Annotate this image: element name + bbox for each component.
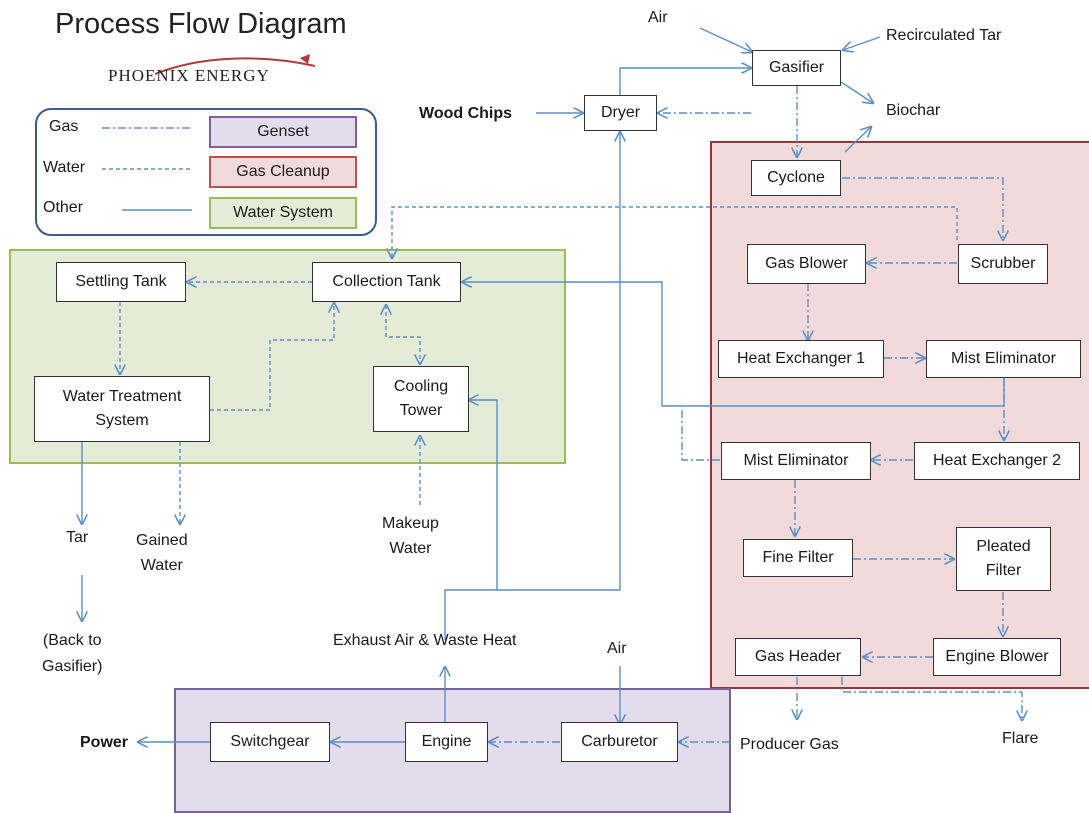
fine-filter-node: Fine Filter — [743, 539, 853, 577]
tar-label: Tar — [66, 529, 89, 546]
biochar-label: Biochar — [886, 102, 941, 119]
gas-header-node: Gas Header — [735, 638, 861, 676]
scrubber-node: Scrubber — [958, 244, 1048, 284]
back-to-gasifier-line1: (Back to — [42, 632, 102, 649]
back-to-gasifier-label: (Back to Gasifier) — [42, 628, 102, 680]
cooling-tower-node: Cooling Tower — [373, 366, 469, 432]
gained-water-label: Gained Water — [136, 528, 188, 578]
air-input-label: Air — [648, 9, 668, 26]
flare-label: Flare — [1002, 730, 1039, 747]
collection-tank-node: Collection Tank — [312, 262, 461, 302]
legend-other-label: Other — [43, 199, 84, 216]
makeup-water-line1: Makeup — [382, 515, 439, 532]
cooling-tower-line1: Cooling — [393, 378, 449, 395]
heat-exchanger-1-node: Heat Exchanger 1 — [718, 340, 884, 378]
recirculated-tar-label: Recirculated Tar — [886, 27, 1002, 44]
makeup-water-line2: Water — [389, 540, 432, 557]
dryer-node: Dryer — [584, 95, 657, 131]
engine-node: Engine — [405, 722, 488, 762]
gained-water-line2: Water — [140, 557, 183, 574]
company-logo-text: PHOENIX ENERGY — [108, 66, 270, 85]
phoenix-logo-swoosh — [154, 54, 316, 75]
legend-genset: Genset — [209, 116, 357, 148]
makeup-water-label: Makeup Water — [382, 511, 439, 561]
gas-blower-node: Gas Blower — [747, 244, 866, 284]
gained-water-line1: Gained — [136, 532, 188, 549]
wood-chips-label: Wood Chips — [419, 105, 513, 122]
switchgear-node: Switchgear — [210, 722, 330, 762]
diagram-title: Process Flow Diagram — [55, 8, 347, 40]
air-carburetor-label: Air — [607, 640, 627, 657]
carburetor-node: Carburetor — [561, 722, 678, 762]
legend-water-label: Water — [43, 159, 86, 176]
settling-tank-node: Settling Tank — [56, 262, 186, 302]
legend-gas-cleanup: Gas Cleanup — [209, 156, 357, 188]
gasifier-node: Gasifier — [752, 50, 841, 86]
mist-eliminator-2-node: Mist Eliminator — [721, 442, 871, 480]
exhaust-label: Exhaust Air & Waste Heat — [333, 632, 517, 649]
water-treatment-line1: Water Treatment — [62, 388, 182, 405]
engine-blower-node: Engine Blower — [933, 638, 1061, 676]
legend-water-system: Water System — [209, 197, 357, 229]
water-treatment-system-node: Water Treatment System — [34, 376, 210, 442]
legend-line-samples — [102, 127, 192, 211]
producer-gas-label: Producer Gas — [740, 736, 839, 753]
back-to-gasifier-line2: Gasifier) — [42, 658, 103, 675]
cooling-tower-line2: Tower — [399, 402, 443, 419]
pleated-filter-node: Pleated Filter — [956, 527, 1051, 591]
water-treatment-line2: System — [95, 412, 149, 429]
mist-eliminator-1-node: Mist Eliminator — [926, 340, 1081, 378]
heat-exchanger-2-node: Heat Exchanger 2 — [914, 442, 1080, 480]
gas-cleanup-region — [710, 141, 1089, 689]
legend: Gas Water Other Genset Gas Cleanup Water… — [35, 108, 377, 236]
pleated-filter-line2: Filter — [985, 562, 1022, 579]
power-label: Power — [80, 734, 129, 751]
pleated-filter-line1: Pleated — [976, 538, 1031, 555]
cyclone-node: Cyclone — [751, 160, 841, 196]
legend-gas-label: Gas — [49, 118, 79, 135]
